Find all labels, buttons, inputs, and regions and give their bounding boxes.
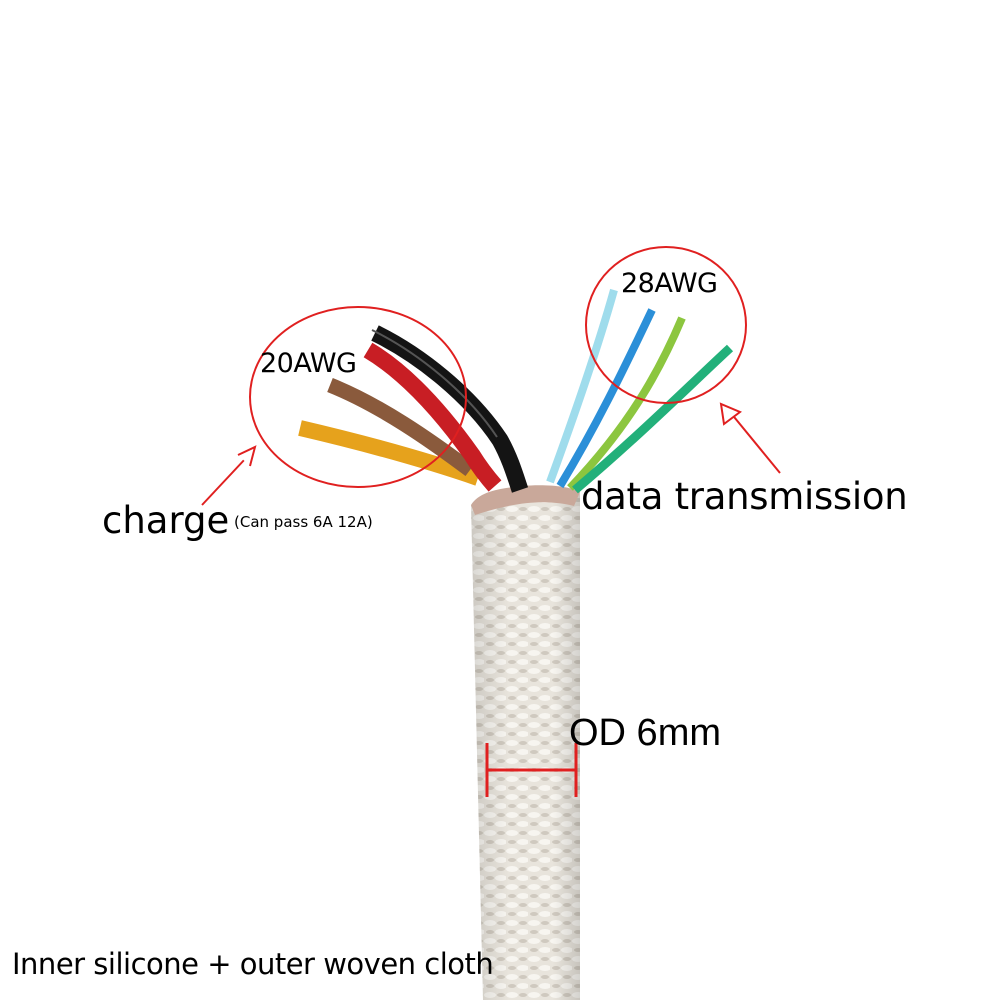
- brown-wire: [327, 378, 475, 477]
- data-wires: [546, 288, 734, 494]
- outer-diameter-label: OD 6mm: [569, 712, 721, 754]
- charge-arrow: [201, 445, 257, 506]
- blue-wire: [556, 308, 656, 489]
- green-wire: [572, 344, 734, 494]
- light-blue-wire: [546, 288, 618, 484]
- data-arrow: [719, 402, 781, 474]
- data-gauge-circle: [585, 246, 747, 404]
- charge-wires: [298, 325, 529, 493]
- charge-current-note: (Can pass 6A 12A): [234, 513, 373, 531]
- cable-sheath: [471, 485, 580, 1000]
- od-marker: [485, 743, 578, 797]
- data-gauge-label: 28AWG: [621, 268, 718, 299]
- material-description: Inner silicone + outer woven cloth: [12, 947, 494, 981]
- charge-gauge-label: 20AWG: [260, 348, 357, 379]
- data-transmission-label: data transmission: [581, 475, 908, 518]
- red-wire: [363, 342, 502, 492]
- orange-wire: [298, 420, 481, 486]
- charge-label: charge: [102, 499, 230, 542]
- charge-gauge-circle: [249, 306, 467, 488]
